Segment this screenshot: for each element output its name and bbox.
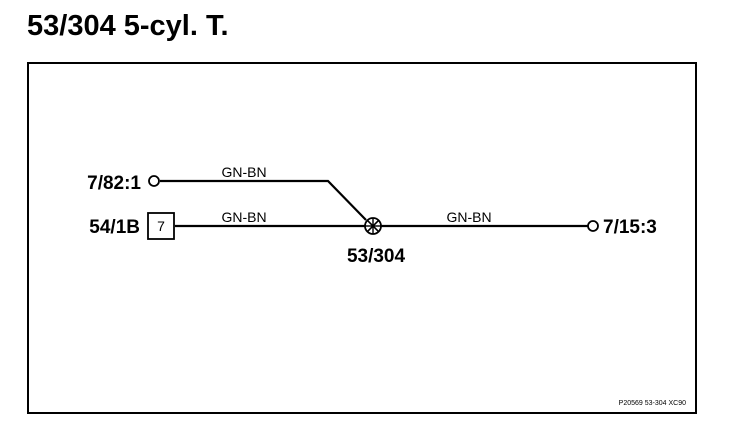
connector-pin-label: 7 — [157, 218, 165, 234]
diagram-frame — [27, 62, 697, 414]
reference-code: P20569 53-304 XC90 — [619, 400, 686, 407]
connector-label-54-1b: 54/1B — [89, 217, 140, 238]
wire-color-lower: GN-BN — [221, 209, 266, 225]
wire-upper — [160, 179, 367, 221]
connector-label-7-15-3: 7/15:3 — [603, 217, 657, 238]
splice-icon — [364, 217, 382, 235]
connector-box-54-1b — [147, 212, 175, 240]
connector-label-7-82-1: 7/82:1 — [87, 173, 141, 194]
terminal-7-82-1-icon — [148, 175, 160, 187]
terminal-7-15-3-icon — [587, 220, 599, 232]
splice-label: 53/304 — [347, 246, 406, 267]
wire-color-right: GN-BN — [446, 209, 491, 225]
page-title: 53/304 5-cyl. T. — [27, 10, 229, 42]
wire-color-upper: GN-BN — [221, 164, 266, 180]
